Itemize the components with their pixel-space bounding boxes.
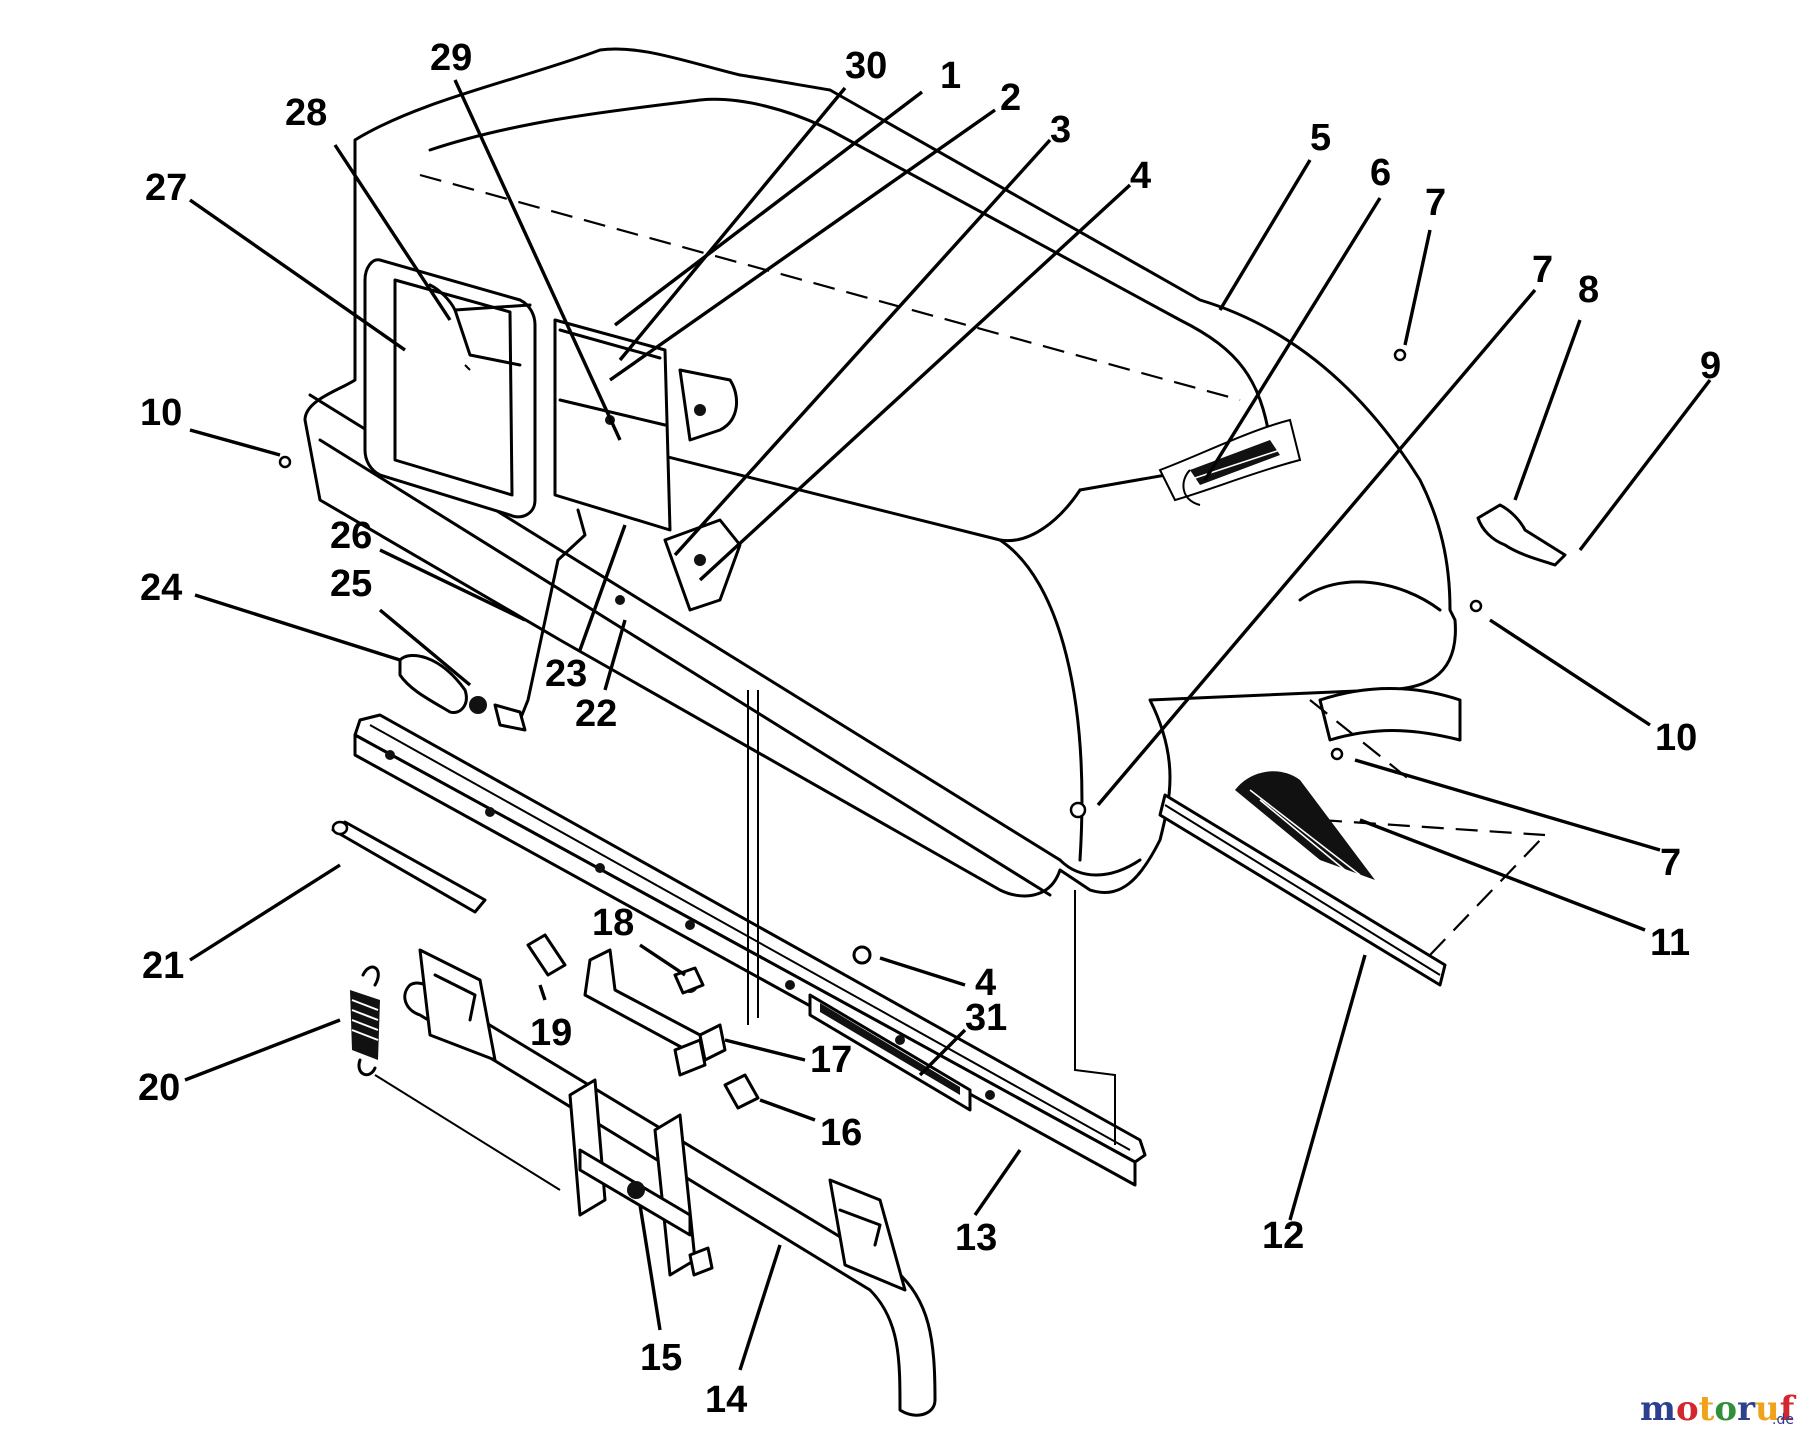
callout-10-left: 10 xyxy=(140,392,182,434)
callout-25: 25 xyxy=(330,563,372,605)
handle xyxy=(403,948,937,1417)
callout-7-lower: 7 xyxy=(1660,842,1681,884)
callout-11: 11 xyxy=(1650,922,1690,964)
callout-6: 6 xyxy=(1370,152,1391,194)
callout-12: 12 xyxy=(1262,1215,1304,1257)
callout-7-top: 7 xyxy=(1425,182,1446,224)
watermark-logo: motoruf motoruf .de xyxy=(1640,1389,1797,1429)
front-rail xyxy=(353,713,1147,1187)
callout-13: 13 xyxy=(955,1217,997,1259)
rear-bracket xyxy=(1158,699,1546,987)
callout-10-right: 10 xyxy=(1655,717,1697,759)
leader-lines xyxy=(184,79,1712,1371)
svg-text:motoruf motoruf: motoruf motoruf xyxy=(1640,1389,1797,1429)
callout-9: 9 xyxy=(1700,345,1721,387)
callout-21: 21 xyxy=(142,945,184,987)
mesh-screen xyxy=(1235,771,1375,880)
callout-4-top: 4 xyxy=(1130,155,1151,197)
callout-18: 18 xyxy=(592,902,634,944)
callout-8: 8 xyxy=(1578,269,1599,311)
callout-22: 22 xyxy=(575,693,617,735)
callout-27: 27 xyxy=(145,167,187,209)
callout-14: 14 xyxy=(705,1379,747,1421)
callout-3: 3 xyxy=(1050,109,1071,151)
spring-clip xyxy=(1476,503,1567,567)
callout-28: 28 xyxy=(285,92,327,134)
callouts: 1 2 3 4 5 6 7 7 8 9 10 7 11 12 13 14 15 … xyxy=(138,37,1721,1421)
side-opening xyxy=(363,258,537,519)
pivot-rod xyxy=(331,820,487,914)
callout-17: 17 xyxy=(810,1039,852,1081)
callout-24: 24 xyxy=(140,567,182,609)
callout-2: 2 xyxy=(1000,77,1021,119)
callout-29: 29 xyxy=(430,37,472,79)
callout-16: 16 xyxy=(820,1112,862,1154)
callout-30: 30 xyxy=(845,45,887,87)
callout-26: 26 xyxy=(330,515,372,557)
callout-20: 20 xyxy=(138,1067,180,1109)
latch-rod xyxy=(493,508,587,732)
callout-15: 15 xyxy=(640,1337,682,1379)
callout-1: 1 xyxy=(940,55,961,97)
callout-31: 31 xyxy=(965,997,1007,1039)
knob xyxy=(398,653,487,715)
wm-suffix: .de xyxy=(1772,1412,1794,1428)
callout-23: 23 xyxy=(545,653,587,695)
callout-19: 19 xyxy=(530,1012,572,1054)
spring xyxy=(350,965,561,1191)
callout-4-lower: 4 xyxy=(975,962,996,1004)
callout-7-mid: 7 xyxy=(1532,249,1553,291)
callout-5: 5 xyxy=(1310,117,1331,159)
latch-bracket xyxy=(583,948,727,1077)
